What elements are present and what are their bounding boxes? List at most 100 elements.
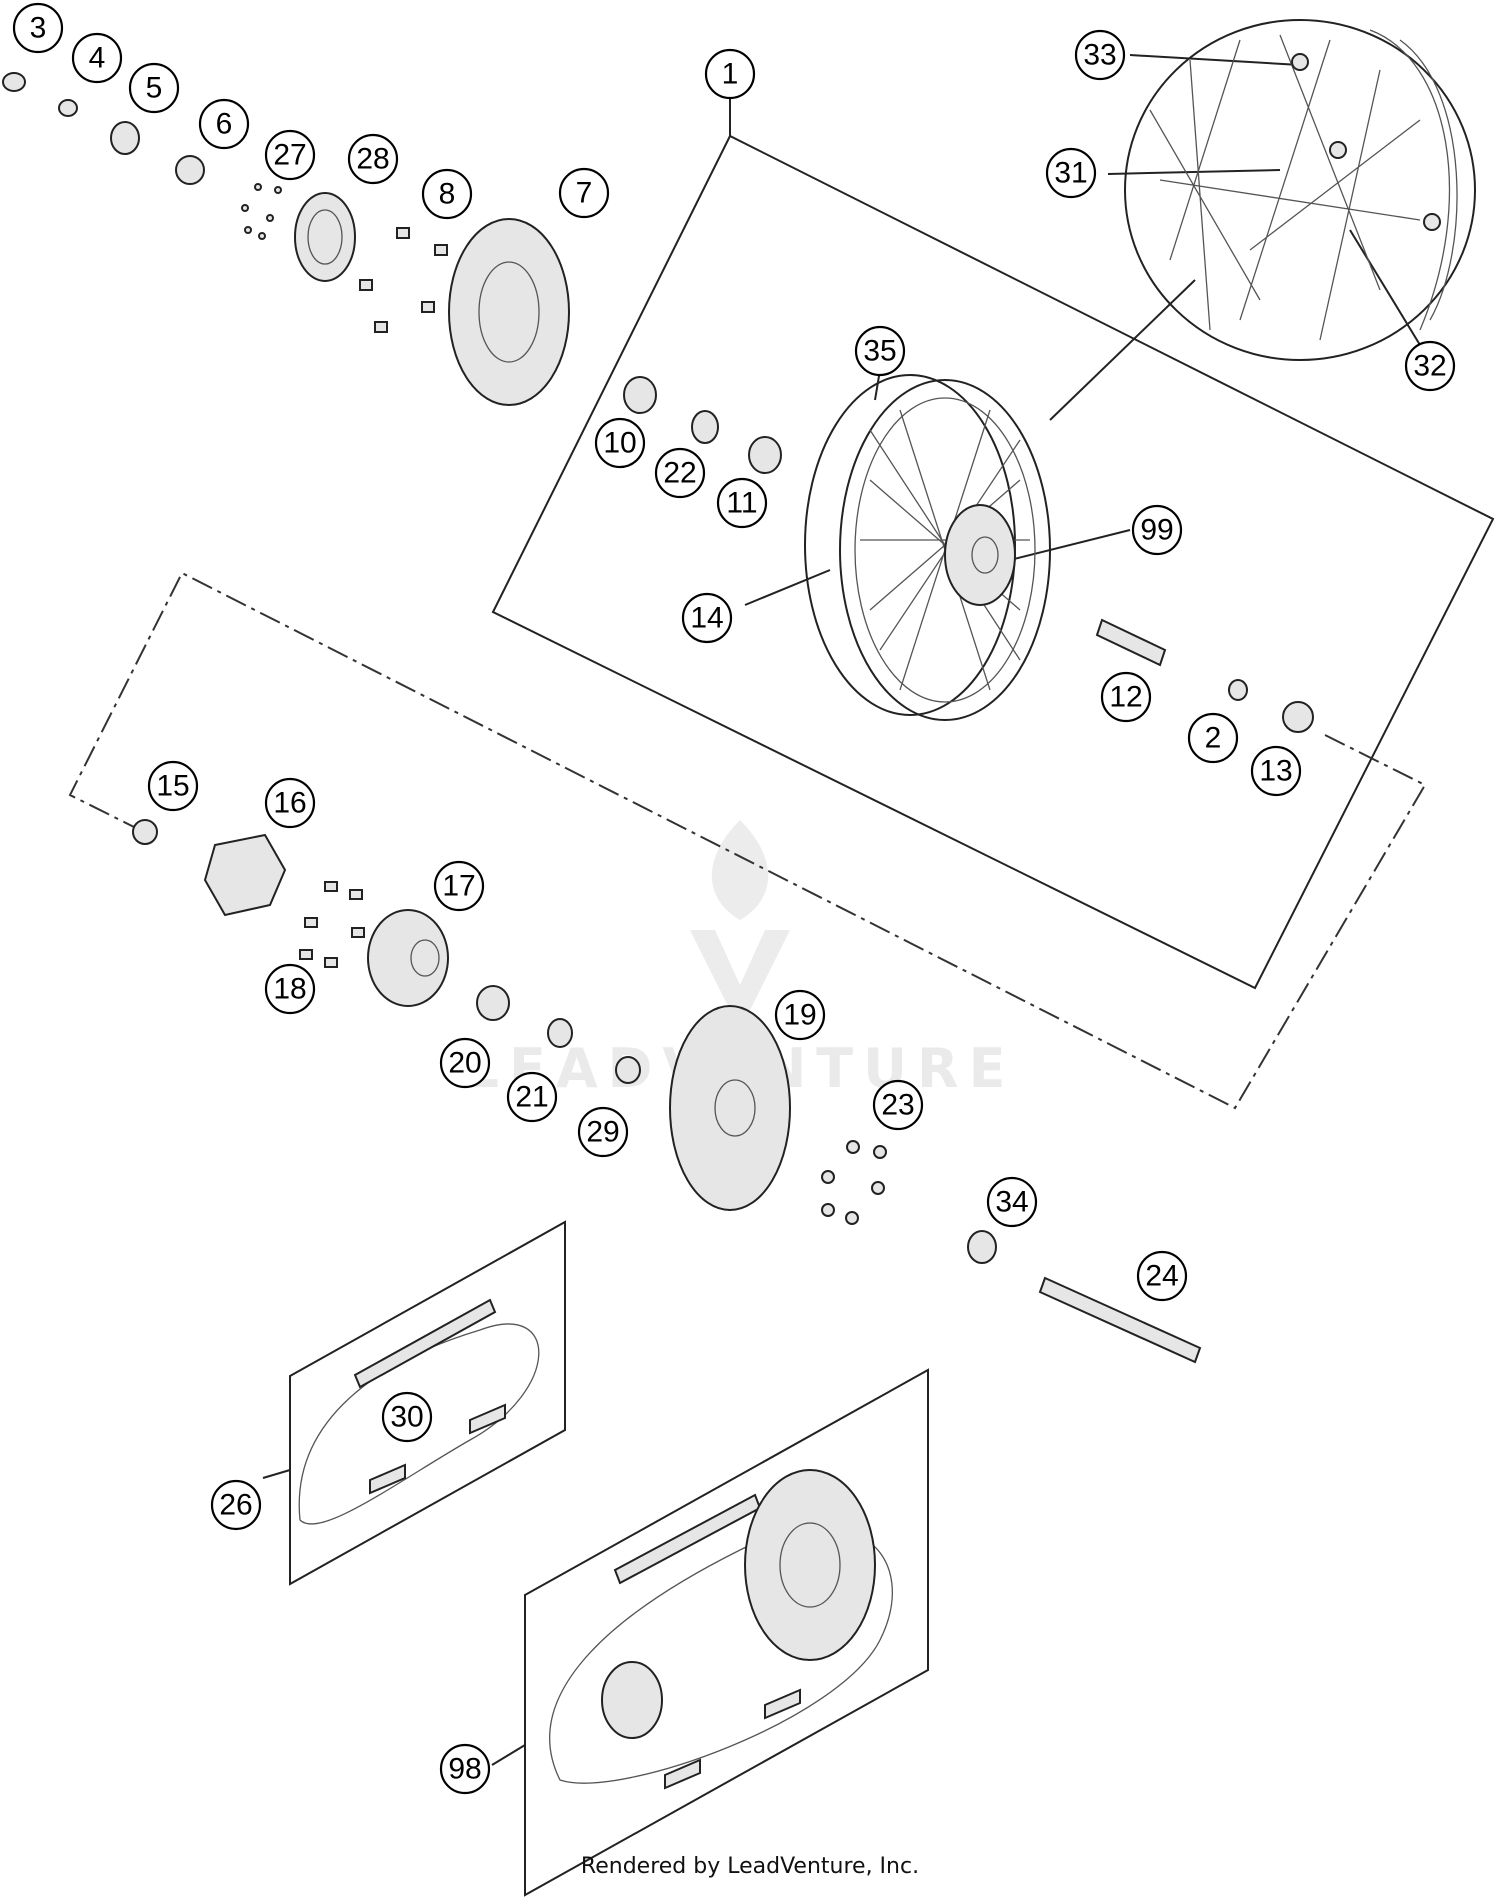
washer-4 <box>58 99 78 117</box>
svg-text:13: 13 <box>1259 755 1292 788</box>
svg-text:23: 23 <box>881 1089 914 1122</box>
spoke-detail-inset <box>1124 19 1476 361</box>
sprocket-19 <box>669 1005 791 1211</box>
chain-kit-box <box>289 1220 566 1586</box>
callout-34: 34 <box>986 1176 1038 1228</box>
svg-text:7: 7 <box>576 177 593 210</box>
svg-text:8: 8 <box>439 178 456 211</box>
callout-17: 17 <box>433 860 485 912</box>
callout-28: 28 <box>347 133 399 185</box>
part-2 <box>1228 679 1248 701</box>
svg-text:16: 16 <box>273 787 306 820</box>
callout-15: 15 <box>147 760 199 812</box>
damper-16 <box>203 833 287 917</box>
svg-text:17: 17 <box>442 870 475 903</box>
callout-8: 8 <box>421 168 473 220</box>
bolts-18 <box>299 881 365 968</box>
spacer-12 <box>1095 618 1167 667</box>
bearing-11 <box>748 436 782 474</box>
svg-text:12: 12 <box>1109 681 1142 714</box>
bearing-13 <box>1282 701 1314 733</box>
callout-10: 10 <box>594 417 646 469</box>
svg-text:27: 27 <box>273 139 306 172</box>
svg-text:10: 10 <box>603 427 636 460</box>
bolts-8 <box>359 227 448 333</box>
callout-35: 35 <box>854 325 906 377</box>
svg-text:33: 33 <box>1083 39 1116 72</box>
svg-text:34: 34 <box>995 1186 1028 1219</box>
callout-23: 23 <box>872 1079 924 1131</box>
nut-15 <box>132 819 158 845</box>
ring-22 <box>691 410 719 444</box>
svg-text:4: 4 <box>89 42 106 75</box>
callout-6: 6 <box>198 98 250 150</box>
callout-12: 12 <box>1100 671 1152 723</box>
callout-30: 30 <box>381 1391 433 1443</box>
callout-4: 4 <box>71 32 123 84</box>
svg-text:5: 5 <box>146 72 163 105</box>
footer-credit: Rendered by LeadVenture, Inc. <box>580 1854 920 1879</box>
callout-3: 3 <box>12 2 64 54</box>
callout-11: 11 <box>716 477 768 529</box>
svg-text:30: 30 <box>390 1401 423 1434</box>
svg-text:26: 26 <box>219 1489 252 1522</box>
svg-text:28: 28 <box>356 143 389 176</box>
callout-98: 98 <box>439 1743 491 1795</box>
callout-26: 26 <box>210 1479 262 1531</box>
callout-29: 29 <box>577 1106 629 1158</box>
svg-text:2: 2 <box>1205 722 1222 755</box>
callouts: 3 4 5 6 27 28 8 7 1 33 31 32 35 10 22 11… <box>12 2 1456 1795</box>
svg-text:98: 98 <box>448 1753 481 1786</box>
callout-32: 32 <box>1404 340 1456 392</box>
svg-text:21: 21 <box>515 1081 548 1114</box>
callout-1: 1 <box>704 48 756 100</box>
spacer-6 <box>175 155 205 185</box>
adjuster-34 <box>967 1230 997 1264</box>
svg-text:11: 11 <box>726 487 757 520</box>
callout-16: 16 <box>264 777 316 829</box>
callout-19: 19 <box>774 989 826 1041</box>
svg-text:99: 99 <box>1140 514 1173 547</box>
axle-24 <box>1038 1276 1202 1364</box>
svg-text:35: 35 <box>863 335 896 368</box>
svg-text:31: 31 <box>1054 157 1087 190</box>
rear-wheel <box>623 374 1314 733</box>
svg-text:15: 15 <box>156 770 189 803</box>
svg-text:24: 24 <box>1145 1260 1178 1293</box>
svg-text:6: 6 <box>216 108 233 141</box>
callout-20: 20 <box>439 1037 491 1089</box>
bolts-27 <box>241 183 282 240</box>
sprocket-carrier-28 <box>294 192 356 282</box>
svg-text:20: 20 <box>448 1047 481 1080</box>
callout-22: 22 <box>654 447 706 499</box>
nut-3 <box>2 72 26 92</box>
svg-text:3: 3 <box>30 12 47 45</box>
callout-14: 14 <box>681 592 733 644</box>
callout-24: 24 <box>1136 1250 1188 1302</box>
hub-assembly-boundary <box>68 571 1427 1110</box>
svg-text:1: 1 <box>722 58 739 91</box>
sleeve-29 <box>615 1056 641 1084</box>
carrier-17 <box>367 909 449 1007</box>
chain-adjuster-5 <box>110 121 140 155</box>
svg-text:32: 32 <box>1413 350 1446 383</box>
chain-kits <box>298 1298 893 1790</box>
callout-21: 21 <box>506 1071 558 1123</box>
svg-text:29: 29 <box>586 1116 619 1149</box>
svg-text:14: 14 <box>690 602 723 635</box>
callout-13: 13 <box>1250 745 1302 797</box>
svg-text:19: 19 <box>783 999 816 1032</box>
svg-text:22: 22 <box>663 457 696 490</box>
callout-5: 5 <box>128 62 180 114</box>
callout-27: 27 <box>264 129 316 181</box>
wheel-assembly-box <box>491 134 1495 990</box>
spacer-21 <box>547 1018 573 1048</box>
chain-sprocket-kit-box <box>524 1368 929 1897</box>
callout-33: 33 <box>1074 29 1126 81</box>
callout-7: 7 <box>558 167 610 219</box>
callout-18: 18 <box>264 963 316 1015</box>
seal-10 <box>623 376 657 414</box>
parts-top-left <box>2 72 570 406</box>
nuts-23 <box>821 1140 887 1225</box>
